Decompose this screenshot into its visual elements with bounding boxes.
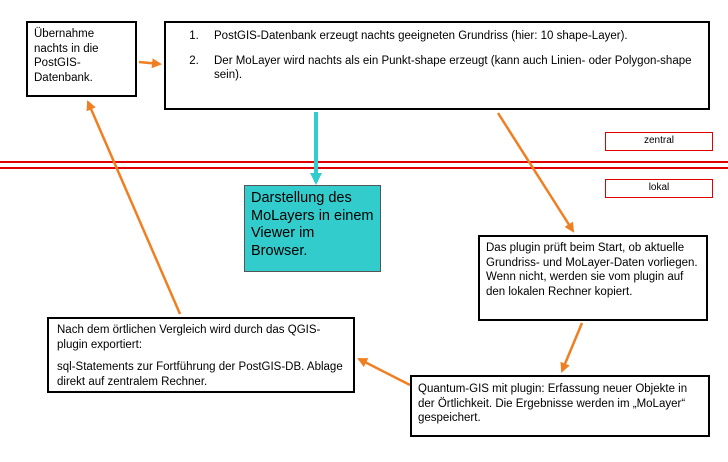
qgis-capture-box: Quantum-GIS mit plugin: Erfassung neuer … bbox=[410, 375, 710, 437]
steps-box: PostGIS-Datenbank erzeugt nachts geeigne… bbox=[164, 21, 710, 110]
qgis-capture-text: Quantum-GIS mit plugin: Erfassung neuer … bbox=[418, 383, 688, 424]
arrow-sql-to-uebernahme bbox=[86, 100, 182, 315]
lokal-text: lokal bbox=[648, 182, 670, 193]
viewer-text: Darstellung des MoLayers in einem Viewer… bbox=[251, 190, 374, 259]
arrow-steps-to-plugin bbox=[496, 112, 575, 233]
viewer-box: Darstellung des MoLayers in einem Viewer… bbox=[244, 185, 381, 272]
arrow-qgis-to-sql bbox=[357, 357, 411, 387]
arrow-plugin-to-qgis bbox=[560, 322, 584, 373]
sql-detail-text: sql-Statements zur Fortführung der PostG… bbox=[57, 361, 343, 388]
arrow-uebernahme-to-steps bbox=[138, 58, 162, 69]
zentral-label: zentral bbox=[605, 132, 713, 151]
uebernahme-box: Übernahme nachts in die PostGIS-Datenban… bbox=[26, 21, 137, 97]
plugin-check-box: Das plugin prüft beim Start, ob aktuelle… bbox=[478, 235, 708, 321]
steps-list: PostGIS-Datenbank erzeugt nachts geeigne… bbox=[174, 29, 700, 83]
zentral-text: zentral bbox=[643, 135, 674, 146]
uebernahme-text: Übernahme nachts in die PostGIS-Datenban… bbox=[34, 28, 99, 84]
sql-intro-text: Nach dem örtlichen Vergleich wird durch … bbox=[57, 324, 321, 351]
sql-export-box: Nach dem örtlichen Vergleich wird durch … bbox=[47, 317, 355, 393]
lokal-label: lokal bbox=[605, 179, 713, 198]
step-item: Der MoLayer wird nachts als ein Punkt-sh… bbox=[202, 54, 700, 83]
step-item: PostGIS-Datenbank erzeugt nachts geeigne… bbox=[202, 29, 700, 44]
plugin-check-text: Das plugin prüft beim Start, ob aktuelle… bbox=[486, 242, 698, 298]
